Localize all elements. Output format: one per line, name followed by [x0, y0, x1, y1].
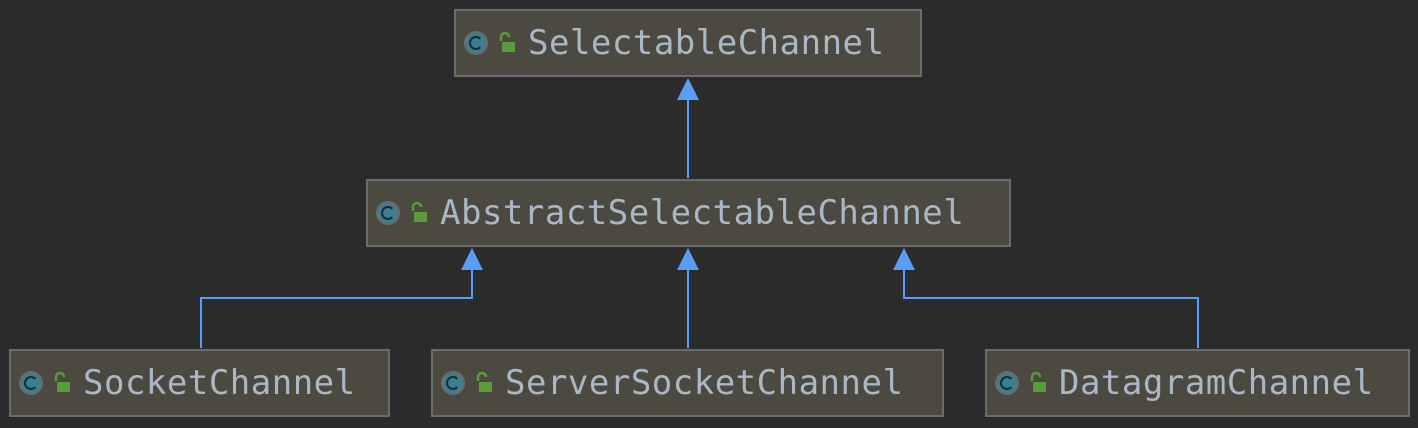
node-label: DatagramChannel: [1059, 363, 1374, 403]
node-selectable-channel[interactable]: SelectableChannel: [454, 9, 922, 77]
public-lock-icon: [499, 31, 515, 52]
node-label: SocketChannel: [83, 363, 356, 403]
arrowhead-abstract-right: [893, 248, 915, 270]
node-label: SelectableChannel: [528, 23, 885, 63]
arrowhead-selectable: [677, 78, 699, 100]
class-icon: [995, 371, 1019, 395]
public-lock-icon: [54, 371, 70, 392]
node-socket-channel[interactable]: SocketChannel: [9, 349, 390, 417]
arrowhead-abstract-center: [677, 248, 699, 270]
edge-socket-to-abstract: [200, 268, 473, 348]
node-server-socket-channel[interactable]: ServerSocketChannel: [431, 349, 944, 417]
node-label: ServerSocketChannel: [505, 363, 904, 403]
node-abstract-selectable-channel[interactable]: AbstractSelectableChannel: [366, 179, 1011, 247]
public-lock-icon: [1030, 371, 1046, 392]
class-icon: [19, 371, 43, 395]
edge-datagram-to-abstract: [903, 268, 1199, 348]
arrowhead-abstract-left: [461, 248, 483, 270]
class-icon: [441, 371, 465, 395]
public-lock-icon: [411, 201, 427, 222]
public-lock-icon: [476, 371, 492, 392]
node-datagram-channel[interactable]: DatagramChannel: [985, 349, 1410, 417]
class-icon: [376, 201, 400, 225]
node-label: AbstractSelectableChannel: [440, 193, 965, 233]
class-icon: [464, 31, 488, 55]
